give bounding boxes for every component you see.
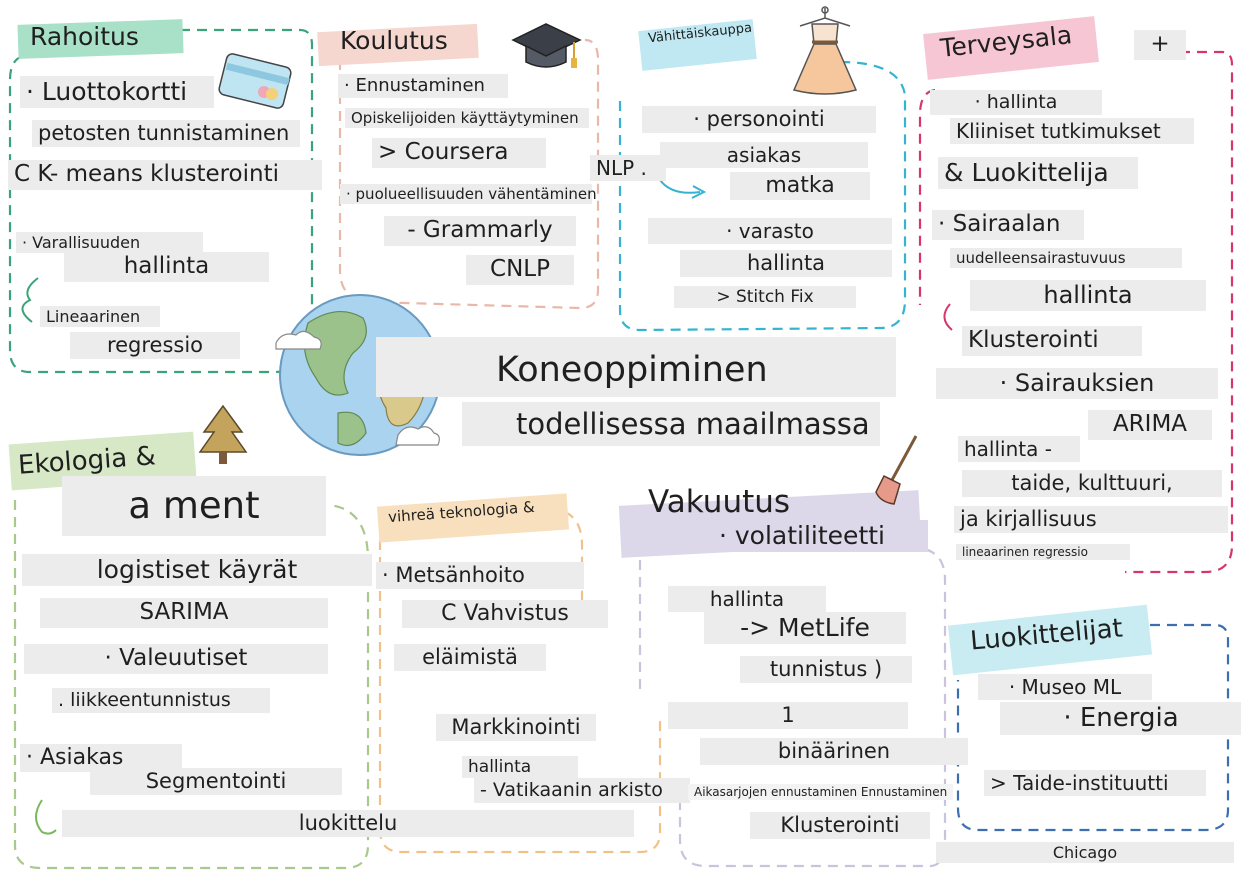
- title-line2: todellisessa maailmassa: [516, 407, 870, 441]
- ecology-item-8: luokittelu: [62, 810, 634, 838]
- dress-icon: [792, 6, 858, 95]
- tree-icon: [198, 404, 248, 464]
- title-line1-box: [376, 337, 896, 397]
- health-outline-left: [918, 88, 936, 305]
- health-item-12: ja kirjallisuus: [954, 506, 1228, 534]
- education-item-4: · puolueellisuuden vähentäminen: [340, 184, 597, 204]
- finance-item-3: C K- means klusterointi: [8, 160, 322, 190]
- retail-item-1: · personointi: [642, 106, 876, 134]
- education-item-6: CNLP: [466, 255, 574, 285]
- health-item-5: uudelleensairastuvuus: [950, 248, 1182, 268]
- green-item-4: Markkinointi: [436, 714, 596, 742]
- retail-item-2: asiakas: [660, 142, 868, 168]
- health-item-10: hallinta -: [958, 436, 1080, 462]
- insurance-item-4: tunnistus ): [740, 656, 912, 684]
- insurance-item-6: binäärinen: [700, 738, 968, 766]
- title-line1: Koneoppiminen: [496, 350, 768, 390]
- health-item-11: taide, kulttuuri,: [962, 470, 1222, 498]
- graduation-cap-icon: [511, 23, 582, 68]
- retail-item-5: · varasto: [648, 218, 892, 244]
- health-item-4: · Sairaalan: [932, 210, 1084, 240]
- credit-card-icon: [218, 53, 292, 109]
- green-item-1: · Metsänhoito: [376, 562, 584, 590]
- classifiers-item-3: > Taide-instituutti: [984, 770, 1206, 796]
- insurance-item-2: hallinta: [668, 586, 826, 612]
- ecology-item-2: logistiset käyrät: [22, 554, 372, 586]
- green-item-5: hallinta: [462, 756, 578, 779]
- education-item-1: · Ennustaminen: [338, 74, 508, 98]
- finance-item-4: · Varallisuuden: [16, 232, 203, 254]
- health-item-6: hallinta: [970, 280, 1206, 311]
- health-item-2: Kliiniset tutkimukset: [950, 118, 1194, 144]
- education-item-3: > Coursera: [372, 138, 546, 168]
- health-item-13: lineaarinen regressio: [956, 544, 1130, 561]
- finance-header: Rahoitus: [30, 22, 139, 51]
- insurance-item-7: Aikasarjojen ennustaminen Ennustaminen: [688, 784, 954, 801]
- insurance-item-5: 1: [668, 702, 908, 730]
- ecology-item-1: a ment: [62, 476, 326, 536]
- health-item-8: · Sairauksien: [936, 368, 1218, 399]
- title-line2-box: [462, 402, 880, 446]
- finance-item-5: hallinta: [64, 252, 269, 282]
- finance-item-6: Lineaarinen: [40, 306, 160, 328]
- retail-item-6: hallinta: [680, 250, 892, 278]
- ecology-arrow: [35, 799, 57, 835]
- green-outline-top: [564, 511, 584, 600]
- insurance-outline: [638, 546, 947, 868]
- insurance-header: Vakuutus: [648, 484, 791, 520]
- retail-arrow: [659, 179, 701, 194]
- classifiers-item-2: · Energia: [1000, 702, 1241, 736]
- health-plus: +: [1134, 30, 1186, 60]
- insurance-item-1: · volatiliteetti: [676, 520, 928, 552]
- ecology-item-5: . liikkeentunnistus: [52, 688, 270, 713]
- retail-item-7: > Stitch Fix: [674, 286, 856, 309]
- classifiers-outline: [956, 623, 1230, 832]
- retail-item-4: matka: [730, 172, 870, 201]
- finance-arrow: [21, 277, 39, 323]
- green-outline: [378, 540, 662, 854]
- retail-arrowhead: [691, 185, 707, 199]
- retail-item-3: NLP .: [590, 155, 666, 181]
- health-arrow: [943, 303, 953, 331]
- education-item-5: - Grammarly: [384, 216, 576, 246]
- ecology-item-7: Segmentointi: [90, 768, 342, 796]
- finance-item-7: regressio: [70, 332, 240, 360]
- retail-outline: [618, 60, 907, 332]
- insurance-item-3: -> MetLife: [704, 612, 906, 644]
- ecology-item-6: · Asiakas: [20, 744, 182, 773]
- finance-outline: [8, 28, 314, 374]
- education-item-2: Opiskelijoiden käyttäytyminen: [345, 108, 589, 128]
- ecology-outline: [13, 500, 370, 870]
- health-item-9: ARIMA: [1088, 410, 1212, 440]
- ecology-item-4: · Valeuutiset: [24, 644, 328, 674]
- health-item-3: & Luokittelija: [938, 157, 1138, 189]
- broom-icon: [875, 435, 918, 505]
- green-item-2: C Vahvistus: [402, 600, 608, 629]
- classifiers-item-1: · Museo ML: [978, 674, 1152, 700]
- education-header: Koulutus: [340, 26, 448, 55]
- health-item-1: · hallinta: [930, 90, 1102, 115]
- education-outline: [338, 38, 600, 310]
- green-item-6: - Vatikaanin arkisto: [474, 778, 690, 803]
- finance-item-2: petosten tunnistaminen: [32, 120, 300, 148]
- green-item-3: eläimistä: [394, 644, 546, 672]
- classifiers-item-4: Chicago: [936, 842, 1234, 864]
- health-item-7: Klusterointi: [962, 326, 1142, 356]
- ecology-item-3: SARIMA: [40, 598, 328, 628]
- finance-item-1: · Luottokortti: [20, 76, 214, 108]
- insurance-item-8: Klusterointi: [750, 812, 930, 840]
